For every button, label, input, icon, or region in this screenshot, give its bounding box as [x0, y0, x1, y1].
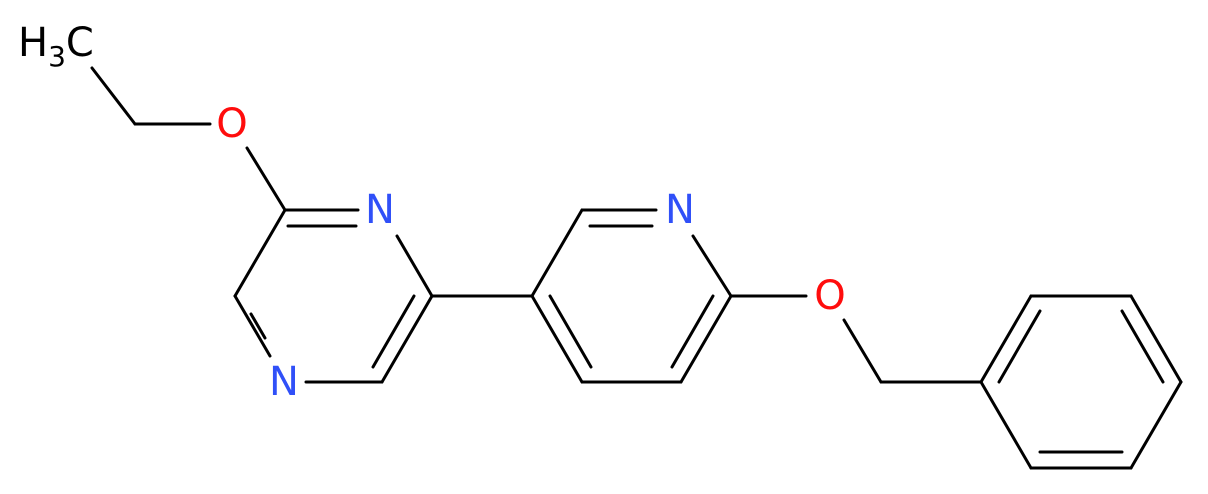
- bond-ph-4-5: [1129, 380, 1183, 470]
- bond-ph-1-2-inner: [997, 309, 1042, 384]
- bond-py-c3-c2: [530, 208, 584, 298]
- bond-pz-n4-c3-inner: [249, 312, 267, 340]
- bond-py-n-c6: [691, 234, 733, 298]
- bond-ph-3-4-outer: [1129, 294, 1183, 384]
- bond-ph-1-2-outer: [979, 294, 1033, 384]
- bond-ph-3-4-inner: [1120, 309, 1165, 384]
- bond-py-c6-c5-outer: [679, 294, 733, 384]
- bond-pz-c3-c2: [233, 208, 287, 298]
- bond-ph-6-1: [979, 380, 1033, 470]
- pyrazine-nitrogen-1: N: [365, 187, 395, 233]
- bond-py-c4-c3-outer: [530, 294, 584, 384]
- bond-py-c4-c3-inner: [548, 294, 593, 369]
- bond-pz-n4-c3-outer: [233, 294, 272, 358]
- oxygen-atom-top: O: [216, 101, 247, 147]
- pyrazine-nitrogen-4: N: [269, 359, 299, 405]
- pyridine-nitrogen: N: [665, 187, 695, 233]
- bond-methyl-ch2: [90, 66, 137, 126]
- bond-pz-n1-c6: [395, 234, 434, 298]
- bond-o-pyrazine: [245, 146, 287, 212]
- methyl-label: H3C: [18, 20, 94, 73]
- oxygen-atom-right: O: [814, 273, 845, 319]
- bond-pz-c6-c5-inner: [371, 294, 416, 369]
- bond-pz-c6-c5-outer: [380, 294, 434, 384]
- bond-py-c6-c5-inner: [670, 294, 715, 369]
- bond-o-ch2: [842, 318, 883, 384]
